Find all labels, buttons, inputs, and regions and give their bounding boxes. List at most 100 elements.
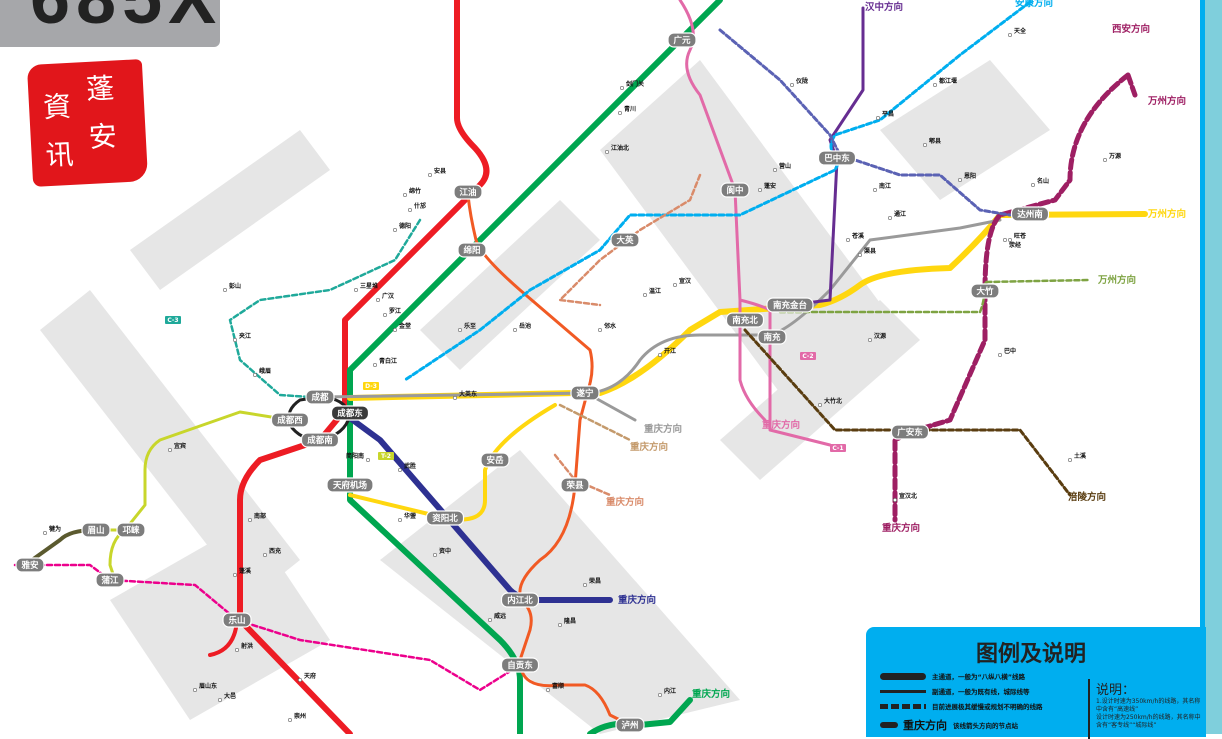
station[interactable]: 平昌 (875, 110, 894, 121)
logo-text: 685XX (30, 0, 220, 40)
station[interactable]: 资中 (432, 547, 451, 558)
station[interactable]: 金堂 (392, 322, 411, 333)
station[interactable]: 天府 (297, 672, 316, 683)
hub-station[interactable]: 南充北 (725, 312, 765, 328)
station[interactable]: 蓬安 (757, 182, 776, 193)
station[interactable]: 大英东 (452, 390, 477, 401)
station[interactable]: 宣汉北 (892, 492, 917, 503)
hub-station[interactable]: 成都西 (270, 412, 310, 428)
hub-station[interactable]: 乐山 (222, 612, 252, 628)
station-label: 隆昌 (564, 617, 576, 625)
station[interactable]: 犍为 (42, 525, 61, 536)
station[interactable]: 三星堆 (353, 282, 378, 293)
station[interactable]: 通江 (887, 210, 906, 221)
station[interactable]: 开江 (657, 347, 676, 358)
station[interactable]: 峨眉 (252, 367, 271, 378)
station[interactable]: 荥经 (1002, 237, 1021, 249)
station[interactable]: 营山 (772, 162, 791, 173)
station[interactable]: 广汉 (375, 292, 395, 303)
station[interactable]: 彭山 (222, 282, 241, 293)
hub-station[interactable]: 南充金台 (766, 297, 814, 313)
hub-station[interactable]: 成都南 (300, 432, 340, 448)
station[interactable]: 青白江 (372, 357, 397, 368)
hub-station[interactable]: 江油 (453, 184, 483, 200)
station[interactable]: 蓬溪 (232, 567, 252, 578)
hub-station[interactable]: 遂宁 (570, 385, 600, 401)
hub-station[interactable]: 邛崃 (116, 522, 146, 538)
station[interactable]: 威远 (487, 612, 506, 623)
station[interactable]: 江油北 (604, 144, 629, 155)
hub-station[interactable]: 蒲江 (95, 572, 125, 588)
hub-label: 巴中东 (824, 153, 850, 164)
hub-station[interactable]: 达州南 (1010, 206, 1050, 222)
hub-station[interactable]: 巴中东 (817, 150, 857, 166)
hub-station[interactable]: 广安东 (890, 424, 930, 440)
station[interactable]: 汉源 (867, 332, 886, 343)
station[interactable]: 宜宾 (167, 442, 186, 453)
station[interactable]: 罗江 (382, 307, 401, 318)
station[interactable]: 旺苍 (1007, 232, 1027, 243)
station[interactable]: 土溪 (1067, 452, 1087, 463)
station-label: 什邡 (414, 202, 426, 210)
hub-station[interactable]: 资阳北 (425, 510, 465, 526)
station[interactable]: 渠县 (857, 247, 876, 258)
hub-station[interactable]: 天府机场 (326, 477, 374, 493)
station[interactable]: 南江 (872, 182, 891, 193)
station[interactable]: 温江 (642, 287, 661, 298)
hub-station[interactable]: 南充 (757, 329, 787, 345)
station[interactable]: 绵竹 (402, 187, 421, 198)
station[interactable]: 隆昌 (557, 617, 576, 628)
station[interactable]: 宣汉 (672, 277, 692, 288)
station[interactable]: 内江 (657, 687, 676, 698)
hub-station[interactable]: 阆中 (720, 182, 750, 198)
hub-station[interactable]: 荣县 (560, 477, 590, 493)
rail-line-pink (678, 0, 832, 447)
hub-station[interactable]: 成都 (305, 389, 335, 405)
station-label: 乐至 (464, 322, 476, 330)
station[interactable]: 万源 (1102, 152, 1121, 163)
station[interactable]: 邻水 (597, 322, 617, 333)
station[interactable]: 华蓥 (397, 512, 417, 523)
hub-station[interactable]: 雅安 (15, 557, 45, 573)
station[interactable]: 都江堰 (932, 77, 957, 88)
station[interactable]: 德阳 (392, 222, 411, 233)
station[interactable]: 苍溪 (845, 232, 865, 243)
station[interactable]: 射洪 (234, 642, 253, 653)
station[interactable]: 郫县 (922, 137, 941, 148)
hub-station[interactable]: 眉山 (81, 522, 111, 538)
hub-station[interactable]: 成都东 (330, 405, 370, 421)
hub-station[interactable]: 广元 (667, 32, 697, 48)
line-badge: C-2 (800, 352, 816, 360)
hub-label: 广安东 (897, 427, 923, 438)
station[interactable]: 仪陇 (789, 77, 808, 88)
station[interactable]: 大邑 (217, 692, 236, 703)
station[interactable]: 剑门关 (619, 80, 644, 91)
station[interactable]: 南部 (247, 512, 266, 523)
station[interactable]: 大竹北 (817, 397, 842, 408)
station[interactable]: 简阳南 (346, 452, 371, 463)
station[interactable]: 富顺 (545, 682, 564, 693)
station[interactable]: 武胜 (397, 462, 416, 473)
station[interactable]: 青川 (617, 105, 636, 116)
station[interactable]: 巴中 (997, 347, 1016, 358)
station[interactable]: 荣昌 (582, 577, 601, 588)
station[interactable]: 夹江 (232, 332, 251, 343)
station[interactable]: 眉山东 (192, 682, 217, 693)
station[interactable]: 恩阳 (957, 172, 976, 183)
hub-station[interactable]: 泸州 (615, 717, 645, 733)
station[interactable]: 西充 (262, 547, 281, 558)
station[interactable]: 名山 (1030, 177, 1049, 188)
station[interactable]: 崇州 (287, 712, 306, 723)
station[interactable]: 乐至 (457, 322, 476, 333)
hub-station[interactable]: 安岳 (480, 452, 510, 468)
station[interactable]: 什邡 (407, 202, 426, 213)
hub-station[interactable]: 大英 (610, 232, 640, 248)
hub-station[interactable]: 自贡东 (500, 657, 540, 673)
station-label: 剑门关 (625, 80, 644, 88)
station[interactable]: 岳池 (512, 322, 531, 333)
hub-station[interactable]: 绵阳 (457, 242, 487, 258)
station[interactable]: 天全 (1007, 27, 1027, 38)
station[interactable]: 安县 (427, 167, 446, 178)
hub-station[interactable]: 内江北 (500, 592, 540, 608)
hub-station[interactable]: 大竹 (970, 283, 1000, 299)
